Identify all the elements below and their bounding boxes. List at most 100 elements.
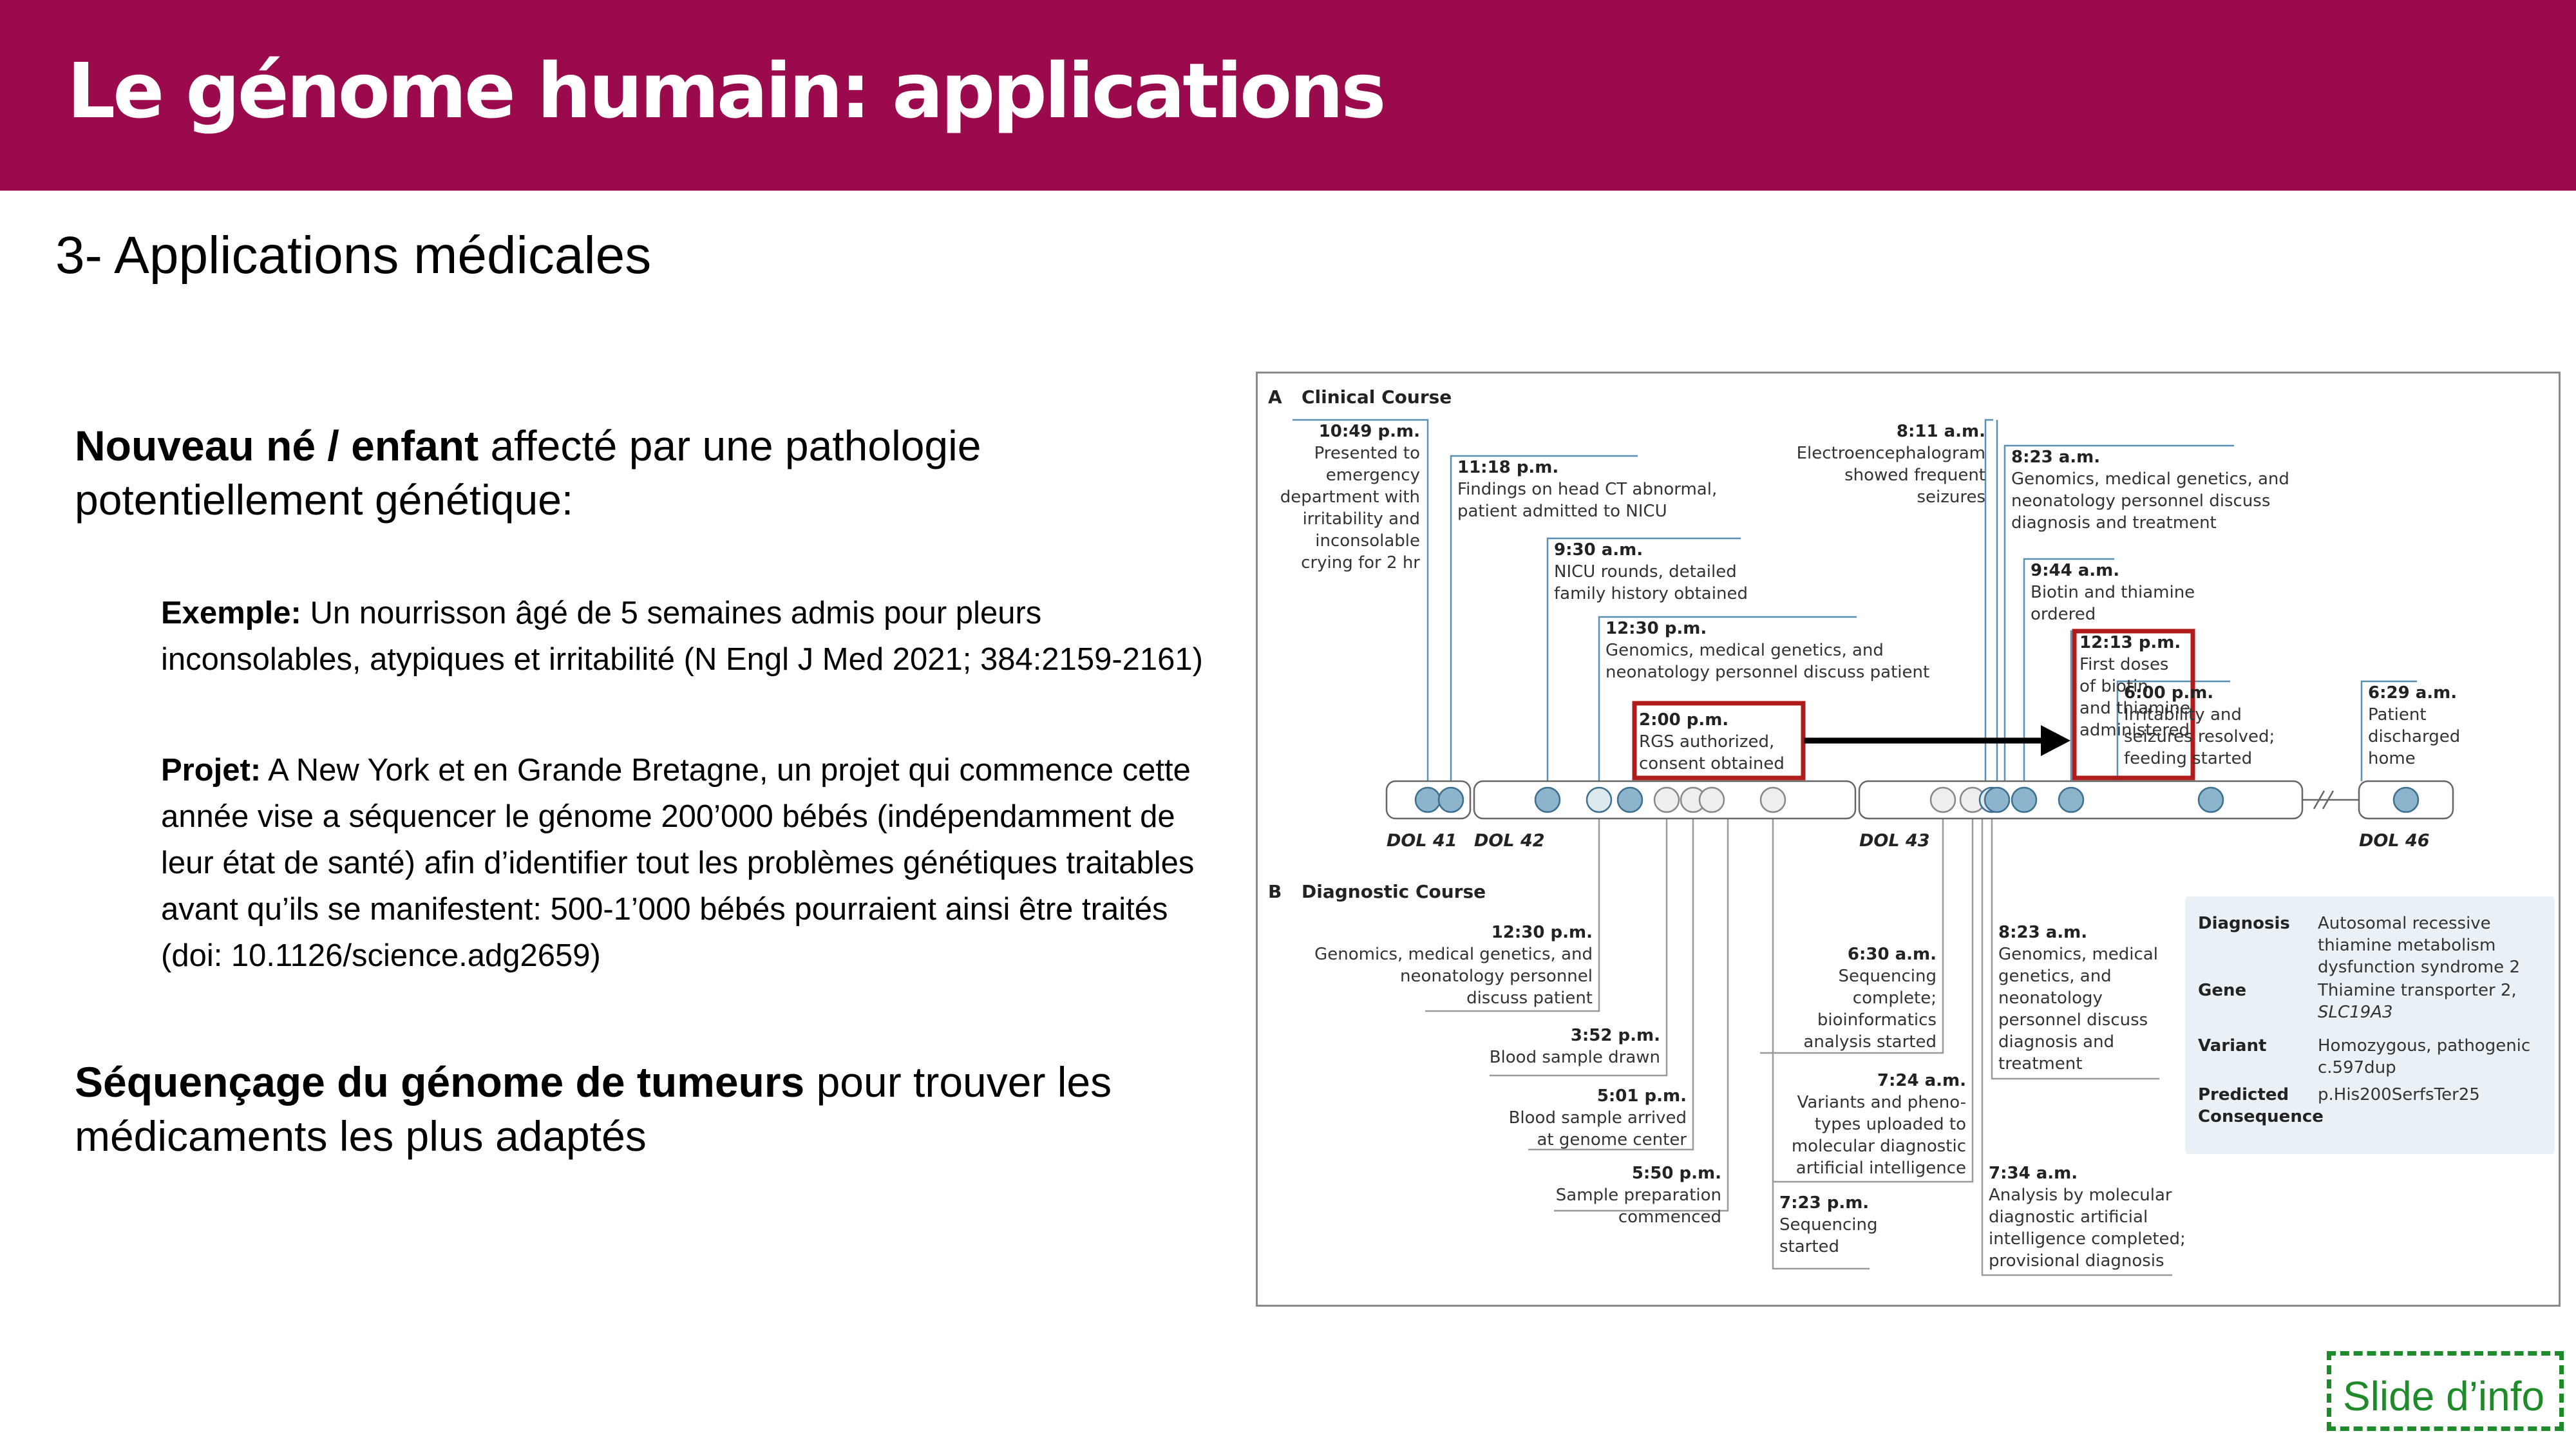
event-dot: [1984, 786, 2011, 813]
clinical-event-desc: irritability and: [1303, 509, 1420, 529]
diagnostic-event-time: 8:23 a.m.: [1998, 923, 2087, 942]
project-line5: (doi: 10.1126/science.adg2659): [161, 938, 601, 973]
slide-title: Le génome humain: applications: [67, 46, 1386, 135]
diagnostic-event-desc: bioinformatics: [1817, 1010, 1937, 1030]
diagnostic-event-desc: molecular diagnostic: [1792, 1137, 1966, 1156]
clinical-event-desc: feeding started: [2124, 749, 2252, 768]
diagnostic-event-desc: diagnosis and: [1998, 1032, 2114, 1052]
section-a-letter: A: [1268, 386, 1282, 408]
diagnostic-event-time: 7:34 a.m.: [1989, 1164, 2078, 1183]
diagnostic-event-desc: started: [1779, 1237, 1839, 1256]
day-label-46: DOL 46: [2359, 831, 2430, 851]
diagnostic-event-desc: Variants and pheno-: [1797, 1093, 1966, 1112]
clinical-event-time: 12:13 p.m.: [2079, 633, 2181, 652]
event-dot: [2197, 786, 2224, 813]
diagnostic-event-desc: at genome center: [1537, 1130, 1687, 1150]
clinical-event-desc: showed frequent: [1844, 466, 1985, 485]
timeline-figure: A Clinical Course B Diagnostic Course: [1256, 372, 2561, 1307]
clinical-connectors: [1293, 419, 2417, 781]
clinical-event-desc: Electroencephalogram: [1797, 444, 1985, 463]
diagnosis-table-label: Gene: [2198, 981, 2246, 1000]
diagnostic-event-desc: neonatology personnel: [1400, 967, 1593, 986]
day-label-41: DOL 41: [1387, 831, 1457, 851]
clinical-event-time: 8:23 a.m.: [2011, 448, 2100, 467]
project-line2: année vise a séquencer le génome 200’000…: [161, 799, 1175, 834]
diagnostic-connectors: [1425, 799, 2172, 1276]
newborn-line2: potentiellement génétique:: [75, 476, 574, 524]
diagnostic-event-desc: Sample preparation: [1556, 1186, 1721, 1205]
clinical-event-desc: inconsolable: [1315, 531, 1420, 551]
diagnostic-event-time: 12:30 p.m.: [1492, 923, 1593, 942]
diagnosis-table-value: Homozygous, pathogenic: [2318, 1036, 2530, 1056]
diagnostic-event-desc: types uploaded to: [1815, 1115, 1966, 1134]
diagnostic-event-time: 6:30 a.m.: [1848, 945, 1937, 964]
diagnosis-table-value: c.597dup: [2318, 1058, 2396, 1077]
clinical-event-desc: diagnosis and treatment: [2011, 513, 2217, 533]
event-dot: [1414, 786, 1441, 813]
diagnosis-table-bg: [2185, 896, 2555, 1154]
diagnosis-table-value: Autosomal recessive: [2318, 914, 2491, 933]
day-label-43: DOL 43: [1859, 831, 1930, 851]
diagnostic-event-desc: complete;: [1853, 989, 1937, 1008]
diagnostic-event-time: 5:01 p.m.: [1597, 1086, 1687, 1106]
diagnostic-event-desc: Genomics, medical: [1998, 945, 2158, 964]
diagnostic-event-time: 3:52 p.m.: [1571, 1026, 1660, 1045]
clinical-event-desc: of biotin: [2079, 677, 2148, 696]
clinical-event-desc: NICU rounds, detailed: [1554, 562, 1737, 582]
event-dot: [1437, 786, 1464, 813]
diagnosis-table-value: SLC19A3: [2318, 1003, 2393, 1022]
diagnostic-event-desc: provisional diagnosis: [1989, 1251, 2164, 1271]
clinical-event-time: 6:29 a.m.: [2368, 683, 2457, 703]
clinical-event-desc: ordered: [2031, 605, 2096, 624]
clinical-event-desc: emergency: [1326, 466, 1420, 485]
diagnostic-event-desc: artificial intelligence: [1796, 1159, 1966, 1178]
diagnostic-event-desc: personnel discuss: [1998, 1010, 2148, 1030]
title-bar: Le génome humain: applications: [0, 0, 2576, 191]
event-dot: [1929, 786, 1956, 813]
clinical-event-desc: Irritability and: [2124, 705, 2242, 724]
info-badge: Slide d’info: [2327, 1351, 2564, 1431]
section-b-letter: B: [1268, 881, 1282, 902]
clinical-event-desc: patient admitted to NICU: [1457, 502, 1667, 521]
example-line2: inconsolables, atypiques et irritabilité…: [161, 642, 1203, 677]
event-dot: [1698, 786, 1725, 813]
diagnostic-event-time: 7:23 p.m.: [1779, 1193, 1869, 1213]
example-paragraph: Exemple: Un nourrisson âgé de 5 semaines…: [161, 590, 1243, 683]
diagnostic-event-desc: Blood sample arrived: [1509, 1108, 1687, 1128]
highlight-box-treatment: [2072, 629, 2195, 781]
clinical-event-time: 11:18 p.m.: [1457, 458, 1558, 477]
tumor-rest: pour trouver les: [804, 1058, 1112, 1106]
diagnostic-event-desc: neonatology: [1998, 989, 2103, 1008]
event-dot: [1616, 786, 1643, 813]
clinical-event-desc: RGS authorized,: [1639, 732, 1774, 752]
diagnostic-event-desc: intelligence completed;: [1989, 1229, 2186, 1249]
newborn-rest: affecté par une pathologie: [478, 422, 981, 469]
info-badge-label: Slide d’info: [2343, 1373, 2545, 1419]
event-dot: [1653, 786, 1680, 813]
timeline-dots: [1414, 786, 2420, 813]
diagnostic-event-time: 7:24 a.m.: [1877, 1071, 1966, 1090]
clinical-event-desc: family history obtained: [1554, 584, 1748, 603]
section-subtitle: 3- Applications médicales: [55, 226, 652, 285]
diagnosis-table-label: Predicted: [2198, 1085, 2289, 1104]
tumor-bold: Séquençage du génome de tumeurs: [75, 1058, 805, 1106]
diagnostic-event-desc: diagnostic artificial: [1989, 1208, 2148, 1227]
event-dot: [2392, 786, 2420, 813]
clinical-event-desc: Genomics, medical genetics, and: [2011, 469, 2289, 489]
diagnostic-event-desc: Sequencing: [1839, 967, 1937, 986]
diagnostic-event-desc: analysis started: [1803, 1032, 1937, 1052]
clinical-event-desc: consent obtained: [1639, 754, 1785, 773]
example-label: Exemple:: [161, 596, 301, 630]
clinical-event-desc: department with: [1280, 488, 1420, 507]
clinical-event-time: 2:00 p.m.: [1639, 710, 1728, 730]
clinical-event-time: 8:11 a.m.: [1897, 422, 1985, 441]
clinical-event-desc: neonatology personnel discuss: [2011, 491, 2270, 511]
diagnostic-event-desc: discuss patient: [1466, 989, 1593, 1008]
event-dot: [2058, 786, 2085, 813]
clinical-event-desc: Biotin and thiamine: [2031, 583, 2195, 602]
clinical-event-desc: home: [2368, 749, 2416, 768]
clinical-event-time: 9:44 a.m.: [2031, 561, 2119, 580]
event-dot: [1534, 786, 1561, 813]
tumor-line2: médicaments les plus adaptés: [75, 1112, 647, 1160]
figure-labels: 10:49 p.m.Presented toemergencydepartmen…: [1280, 422, 2530, 1271]
